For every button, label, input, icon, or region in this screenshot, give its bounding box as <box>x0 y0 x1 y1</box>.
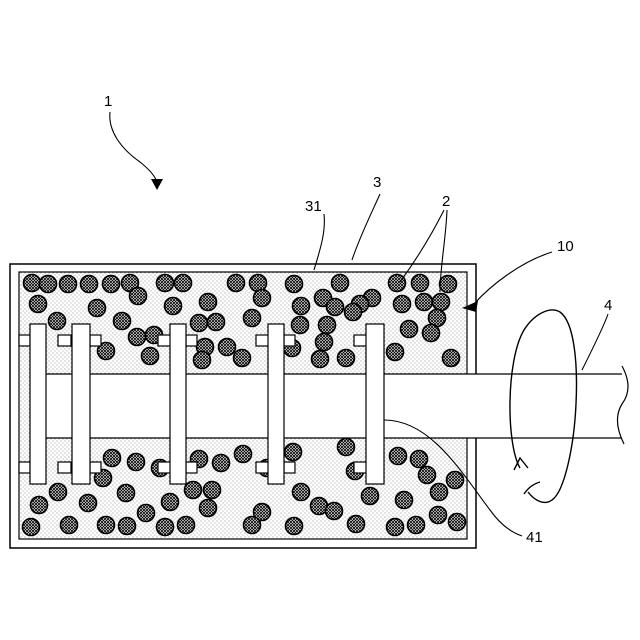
label-3: 3 <box>373 174 381 191</box>
particle <box>213 455 230 472</box>
particle <box>312 351 329 368</box>
particle <box>191 315 208 332</box>
particle <box>103 276 120 293</box>
particle <box>114 313 131 330</box>
particle <box>130 288 147 305</box>
particle <box>327 299 344 316</box>
particle <box>50 484 67 501</box>
particle <box>49 313 66 330</box>
particle <box>396 492 413 509</box>
particle <box>449 514 466 531</box>
particle <box>142 348 159 365</box>
particle <box>228 275 245 292</box>
particle <box>345 304 362 321</box>
particle <box>419 467 436 484</box>
particle <box>235 446 252 463</box>
particle <box>129 329 146 346</box>
blade-4 <box>268 324 284 484</box>
particle <box>40 276 57 293</box>
particle <box>157 275 174 292</box>
particle <box>204 482 221 499</box>
particle <box>408 517 425 534</box>
particle <box>178 517 195 534</box>
particle <box>447 472 464 489</box>
particle <box>430 507 447 524</box>
particle <box>316 334 333 351</box>
particle <box>219 339 236 356</box>
particle <box>387 519 404 536</box>
particle <box>138 505 155 522</box>
particle <box>162 494 179 511</box>
particle <box>293 484 310 501</box>
particle <box>254 290 271 307</box>
particle <box>293 298 310 315</box>
particle <box>81 276 98 293</box>
particle <box>208 314 225 331</box>
blade-3 <box>170 324 186 484</box>
particle <box>30 296 47 313</box>
leader-1 <box>110 112 157 182</box>
particle <box>394 296 411 313</box>
particle <box>89 300 106 317</box>
particle <box>348 516 365 533</box>
particle <box>412 275 429 292</box>
particle <box>104 450 121 467</box>
leader-31 <box>314 214 324 270</box>
particle <box>443 350 460 367</box>
particle <box>60 276 77 293</box>
particle <box>332 275 349 292</box>
blade-1 <box>30 324 46 484</box>
label-2: 2 <box>442 193 450 210</box>
particle <box>24 275 41 292</box>
label-10: 10 <box>557 238 574 255</box>
particle <box>416 294 433 311</box>
particle <box>411 451 428 468</box>
particle <box>23 519 40 536</box>
particle <box>31 497 48 514</box>
leader-10 <box>474 252 552 304</box>
label-4: 4 <box>604 297 612 314</box>
particle <box>338 350 355 367</box>
particle <box>118 485 135 502</box>
particle <box>319 317 336 334</box>
particle <box>423 325 440 342</box>
leader-4 <box>582 314 608 370</box>
particle <box>401 321 418 338</box>
leader-3 <box>352 194 380 260</box>
particle <box>440 276 457 293</box>
particle <box>338 439 355 456</box>
particle <box>431 484 448 501</box>
particle <box>175 275 192 292</box>
particle <box>286 276 303 293</box>
particle <box>390 448 407 465</box>
particle <box>157 519 174 536</box>
label-1: 1 <box>104 93 112 110</box>
particle <box>326 503 343 520</box>
particle <box>200 294 217 311</box>
particle <box>285 444 302 461</box>
blade-5 <box>366 324 384 484</box>
particle <box>200 500 217 517</box>
particle <box>119 518 136 535</box>
blade-2 <box>72 324 90 484</box>
particle <box>128 454 145 471</box>
particle <box>98 517 115 534</box>
label-31: 31 <box>305 198 322 215</box>
label-41: 41 <box>526 529 543 546</box>
particle <box>185 482 202 499</box>
particle <box>234 350 251 367</box>
particle <box>194 352 211 369</box>
particle <box>362 488 379 505</box>
particle <box>80 495 97 512</box>
particle <box>244 517 261 534</box>
rotating-shaft <box>32 366 628 444</box>
particle <box>387 344 404 361</box>
particle <box>244 310 261 327</box>
particle <box>61 517 78 534</box>
particle <box>286 518 303 535</box>
particle <box>165 298 182 315</box>
particle <box>433 294 450 311</box>
particle <box>292 317 309 334</box>
